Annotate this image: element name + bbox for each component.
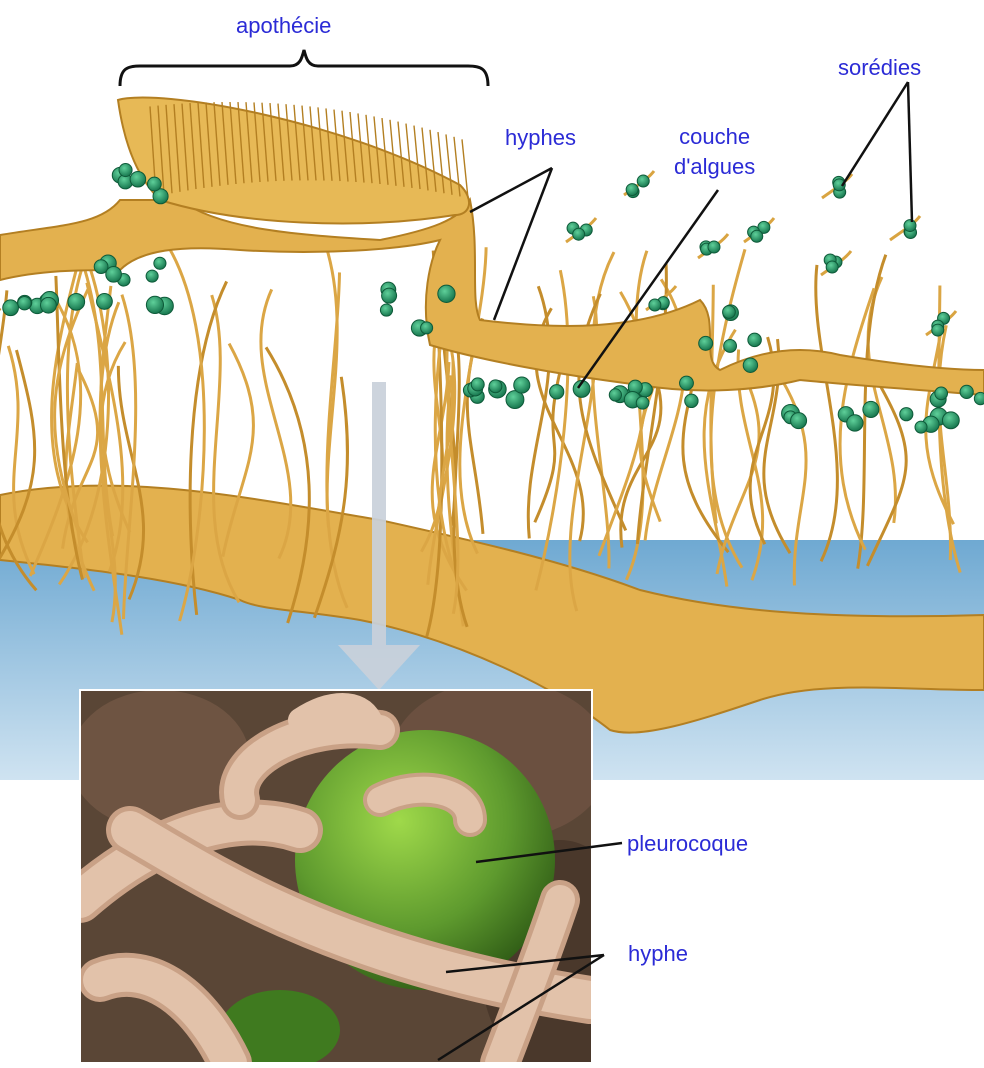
- upper-cortex: [0, 200, 984, 395]
- algal-cell: [471, 378, 484, 391]
- micrograph-panel: [70, 680, 640, 1063]
- hypha-thread: [939, 325, 951, 560]
- algal-cell: [380, 304, 392, 316]
- soredium: [890, 216, 920, 240]
- label-couche-line1: couche: [674, 122, 755, 152]
- algal-cell: [146, 270, 158, 282]
- algal-cell: [791, 413, 807, 429]
- soredium-cell: [573, 228, 585, 240]
- algal-cell: [743, 358, 757, 372]
- algal-cell: [514, 377, 530, 393]
- soredium-cell: [708, 241, 720, 253]
- label-apothecie: apothécie: [236, 14, 331, 38]
- algal-cell: [900, 408, 913, 421]
- algal-cell: [106, 266, 122, 282]
- algal-cell: [3, 300, 19, 316]
- soredium-cell: [904, 220, 916, 232]
- algal-cell: [609, 389, 621, 401]
- algal-cell: [748, 333, 761, 346]
- algal-cell: [130, 171, 146, 187]
- algal-cell: [119, 164, 132, 177]
- algal-cell: [863, 401, 879, 417]
- label-hyphes: hyphes: [505, 126, 576, 150]
- hypha-thread: [816, 265, 838, 561]
- label-hyphe: hyphe: [628, 942, 688, 966]
- algal-cell: [489, 380, 502, 393]
- algal-cell: [550, 385, 564, 399]
- algal-cell: [699, 336, 713, 350]
- algal-cell: [935, 387, 948, 400]
- algal-cell: [18, 296, 31, 309]
- label-pleurocoque: pleurocoque: [627, 832, 748, 856]
- soredium-cell: [649, 299, 661, 311]
- algal-cell: [960, 385, 973, 398]
- algal-cell: [97, 294, 113, 310]
- algal-cell: [974, 392, 984, 404]
- algal-cell: [636, 396, 649, 409]
- soredium: [744, 218, 774, 242]
- algal-cell: [147, 177, 161, 191]
- label-soredies: sorédies: [838, 56, 921, 80]
- soredium: [926, 311, 956, 336]
- algal-cell: [915, 421, 927, 433]
- soredium-cell: [932, 324, 944, 336]
- algal-cell: [41, 297, 57, 313]
- algal-cell: [723, 306, 736, 319]
- algal-cell: [724, 340, 737, 353]
- algal-cell: [438, 285, 455, 302]
- soredium-cell: [751, 230, 763, 242]
- soredium: [624, 171, 654, 198]
- algal-cell: [847, 415, 863, 431]
- soredia: [566, 171, 956, 336]
- soredium: [821, 251, 851, 275]
- algal-cell: [146, 296, 163, 313]
- algal-cell: [685, 394, 698, 407]
- label-couche-line2: d'algues: [674, 152, 755, 182]
- soredium-cell: [626, 184, 638, 196]
- algal-cell: [382, 288, 397, 303]
- apothecie-bracket: [120, 50, 488, 86]
- label-couche-dalgues: couche d'algues: [674, 122, 755, 182]
- algal-cell: [154, 257, 166, 269]
- soredium-cell: [637, 175, 649, 187]
- algal-cell: [680, 376, 694, 390]
- algal-cell: [68, 293, 85, 310]
- soredium: [698, 234, 728, 258]
- algal-cell: [421, 322, 433, 334]
- soredium-cell: [826, 261, 838, 273]
- soredium: [566, 218, 596, 242]
- algal-cell: [942, 412, 959, 429]
